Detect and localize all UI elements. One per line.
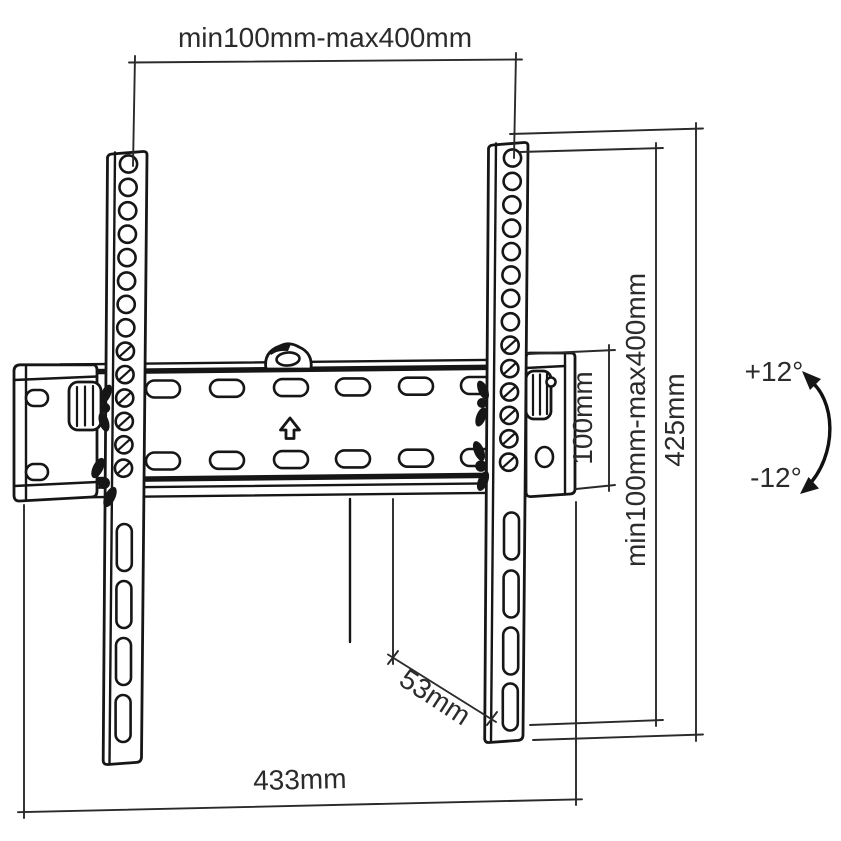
up-arrow-icon (279, 416, 301, 440)
tilt-arrow-down-head (800, 477, 819, 494)
wing-nut-left-upper[interactable] (96, 383, 114, 433)
left-rail-slots (114, 522, 134, 744)
dimension-bracket-height: 425mm (509, 122, 704, 742)
wing-nut-right-upper[interactable] (473, 379, 491, 428)
left-bracket-slot-top (24, 388, 50, 408)
tilt-up-label: +12° (745, 356, 804, 387)
dimension-depth: 53mm (387, 498, 498, 731)
dimension-plate-height: 100mm (527, 344, 616, 492)
dim-label-bracket-height: 425mm (659, 373, 690, 466)
wing-nut-left-lower[interactable] (89, 456, 120, 509)
dim-label-top-vesa-range: min100mm-max400mm (178, 22, 472, 53)
wing-nut-right-lower[interactable] (470, 439, 491, 492)
right-rail-holes (498, 148, 523, 473)
right-tv-rail (483, 141, 530, 744)
tilt-arc-arrow (804, 377, 832, 490)
wall-plate-face (60, 360, 568, 498)
dim-label-plate-height: 100mm (567, 371, 598, 464)
tilt-indicator: +12° -12° (745, 356, 832, 494)
dim-label-depth: 53mm (394, 663, 476, 731)
tilt-knob-right[interactable] (524, 369, 557, 421)
left-tv-rail (101, 150, 149, 766)
tilt-down-label: -12° (750, 462, 802, 493)
tilt-arrow-up-head (802, 371, 821, 390)
dimension-total-width: 433mm (17, 501, 583, 819)
dim-label-total-width: 433mm (253, 763, 347, 796)
hanging-hook (264, 342, 313, 371)
right-end-bracket (524, 351, 577, 499)
left-bracket-slot-bottom (24, 462, 50, 482)
tilt-knob-left[interactable] (67, 380, 103, 432)
dimension-top-vesa-width: min100mm-max400mm (128, 22, 523, 167)
right-bracket-slot (534, 445, 555, 469)
left-rail-holes (113, 154, 139, 479)
right-rail-slots (501, 511, 521, 732)
dimension-side-vesa-height: min100mm-max400mm (519, 142, 664, 727)
dim-label-side-vesa-range: min100mm-max400mm (620, 273, 651, 567)
